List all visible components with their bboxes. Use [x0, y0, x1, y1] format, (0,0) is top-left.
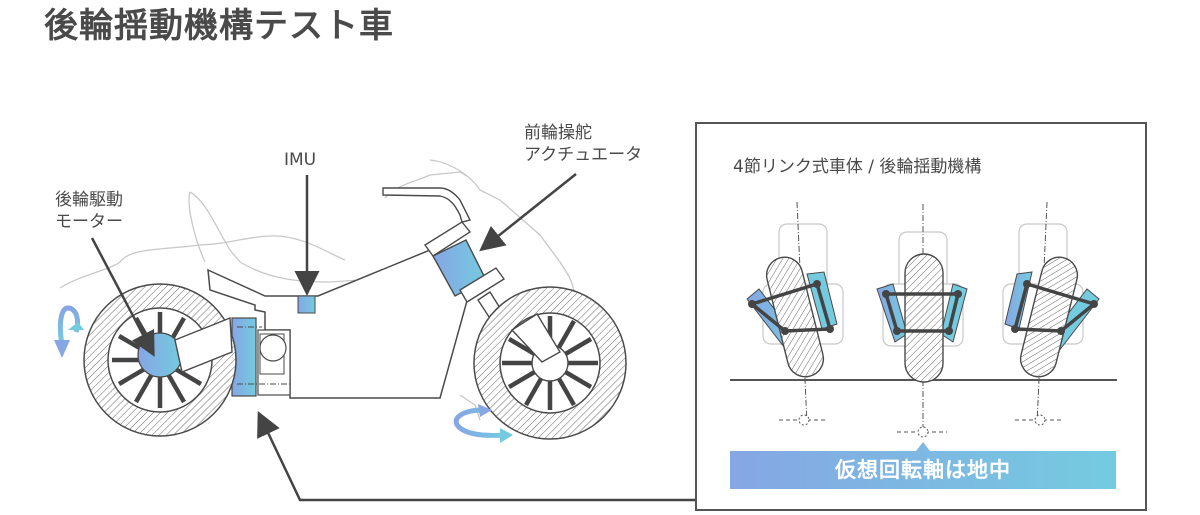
panel-title: 4節リンク式車体 / 後輪揺動機構: [733, 157, 982, 177]
imu-sensor: [297, 295, 316, 314]
swing-mechanism: [231, 317, 291, 397]
label-rear-motor-line2: モーター: [55, 212, 123, 232]
banner-notch: [916, 442, 930, 451]
state-upright: [876, 204, 968, 438]
page-title: 後輪揺動機構テスト車: [44, 6, 394, 46]
state-lean-left: [746, 201, 844, 426]
label-rear-motor-line1: 後輪駆動: [55, 190, 123, 210]
label-imu: IMU: [284, 150, 317, 170]
front-rotation-arrow-icon: [453, 404, 513, 443]
state-lean-right: [1002, 201, 1100, 426]
arrow-to-steer-actuator: [479, 173, 577, 252]
label-front-steer-line2: アクチュエータ: [524, 145, 643, 165]
label-front-steer-line1: 前輪操舵: [524, 123, 592, 143]
arrow-from-panel: [257, 410, 697, 502]
label-front-steer: 前輪操舵 アクチュエータ: [524, 122, 642, 166]
callout-arrows: [90, 173, 697, 502]
label-rear-motor: 後輪駆動 モーター: [55, 189, 123, 233]
linkage-panel: 4節リンク式車体 / 後輪揺動機構: [695, 122, 1147, 511]
virtual-axis-banner: 仮想回転軸は地中: [730, 451, 1116, 489]
arrow-to-rear-motor: [90, 237, 155, 357]
linkage-diagram: [730, 201, 1117, 438]
swing-arm: [174, 316, 233, 373]
rear-rotation-arrow-icon: [54, 305, 84, 358]
front-wheel: [473, 286, 627, 440]
